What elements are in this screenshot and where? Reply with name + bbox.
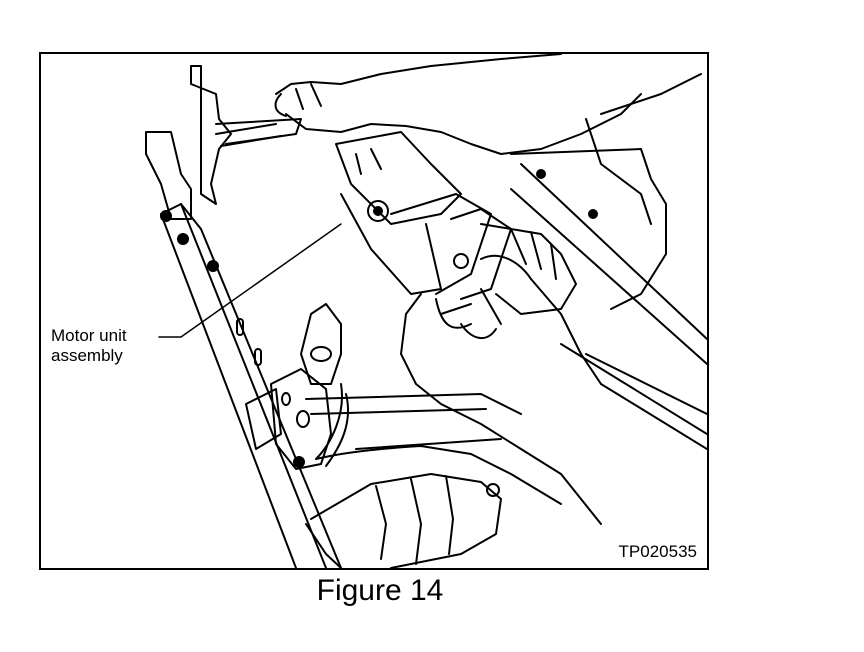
seat-track-illustration (145, 54, 707, 568)
wire-cable (315, 383, 562, 505)
upper-left-bracket (145, 65, 302, 220)
callout-line-2: assembly (51, 346, 123, 365)
motor-connector (453, 223, 577, 315)
figure-caption-text: Figure 14 (316, 574, 444, 607)
callout-line-1: Motor unit (51, 326, 127, 345)
figure-code: TP020535 (618, 542, 697, 561)
callout-leader-line (158, 223, 342, 338)
right-seat-rail (510, 163, 707, 450)
upper-hand (274, 54, 642, 155)
lower-hand (400, 254, 602, 525)
left-seat-rail (160, 203, 342, 568)
right-frame-plate (510, 73, 702, 310)
lower-motor (305, 473, 502, 568)
lower-bracket (245, 303, 342, 470)
rear-cross-bar (215, 123, 282, 147)
figure-caption: Figure 14 (0, 574, 760, 608)
lower-cross-member (305, 393, 522, 450)
motor-unit-body (335, 131, 512, 300)
